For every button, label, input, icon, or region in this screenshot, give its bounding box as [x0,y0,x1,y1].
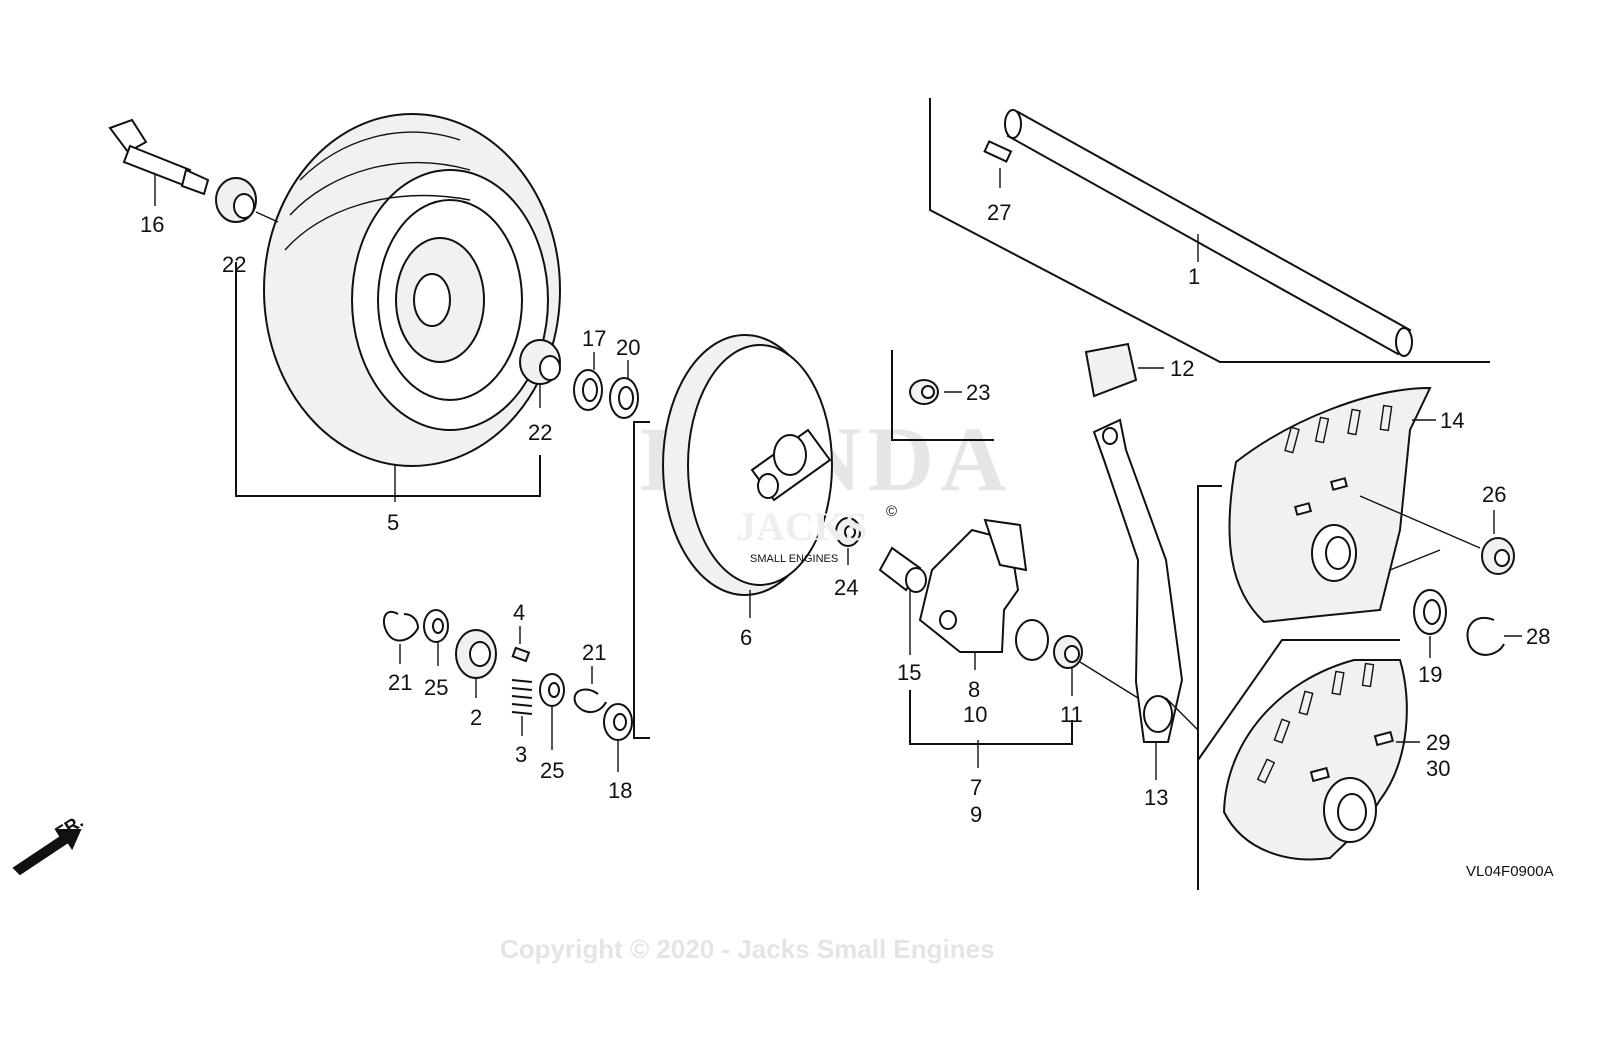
collar-part-11 [1053,635,1083,696]
pawl-bracket-line [909,690,1073,745]
wheel-group [235,113,561,502]
bolt-part [108,118,210,206]
label-7: 7 [970,775,982,800]
label-5: 5 [387,510,399,535]
label-28: 28 [1526,624,1550,649]
front-direction-arrow: FR. [12,811,87,876]
jacks-logo-watermark: JACKS © SMALL ENGINES [736,503,897,565]
label-27: 27 [987,200,1011,225]
nut-part-26 [1359,495,1515,575]
shaft-part [1004,109,1413,357]
label-6: 6 [740,625,752,650]
label-25-right: 25 [540,758,564,783]
label-19: 19 [1418,662,1442,687]
label-8: 8 [968,677,980,702]
arm-part [1079,418,1184,780]
diagram-code: VL04F0900A [1466,863,1554,880]
clip-part-28 [1466,617,1522,656]
label-10: 10 [963,702,987,727]
nut-part-24 [835,517,861,565]
collar-part-left [215,177,279,223]
collar-part-23 [909,379,962,405]
label-20: 20 [616,335,640,360]
label-21-right: 21 [582,640,606,665]
collar-part-15 [878,546,927,593]
pin-part [983,140,1013,163]
label-1: 1 [1188,264,1200,289]
wheel-part [263,113,561,467]
label-14: 14 [1440,408,1464,433]
wheel-bracket-line [235,262,541,497]
washer-part-17 [573,352,603,411]
logo-subtext: SMALL ENGINES [750,553,838,565]
label-17: 17 [582,326,606,351]
gear-case-bracket-line [633,421,650,739]
label-9: 9 [970,802,982,827]
washer-part-19 [1413,589,1447,658]
washer-part-25-right [539,673,565,750]
clip-part-21-left [382,611,420,664]
lower-cover-slots [1256,662,1375,784]
label-30: 30 [1426,756,1450,781]
label-29: 29 [1426,730,1450,755]
arrow-icon [12,829,82,876]
label-18: 18 [608,778,632,803]
label-3: 3 [515,742,527,767]
label-15: 15 [897,660,921,685]
collar-23-bracket-line [891,350,994,441]
label-25-left: 25 [424,675,448,700]
lower-cover-bracket-line [1197,639,1400,890]
shaft-group [929,98,1490,363]
label-11: 11 [1060,702,1083,727]
cover-bracket-line [1197,485,1222,840]
copyright-watermark: Copyright © 2020 - Jacks Small Engines [500,934,995,964]
spring-part-3 [511,679,533,736]
shaft-bracket-line [929,98,1490,363]
cover-part-29-30 [1222,659,1420,861]
part-labels: 1 2 3 4 5 6 7 8 9 10 11 12 13 14 15 16 1… [140,200,1550,827]
cover-slots [1284,404,1393,454]
label-16: 16 [140,212,164,237]
washer-part-20 [609,360,639,419]
label-12: 12 [1170,356,1194,381]
key-part-4 [511,626,531,663]
cap-part-12 [1084,342,1164,398]
label-22-left: 22 [222,252,246,277]
label-2: 2 [470,705,482,730]
label-13: 13 [1144,785,1168,810]
collar-part-right [519,339,561,408]
label-4: 4 [513,600,525,625]
label-24: 24 [834,575,858,600]
label-26: 26 [1482,482,1506,507]
washer-part-25-left [423,609,449,666]
label-21-left: 21 [388,670,412,695]
washer-part-18 [603,703,633,772]
gear-part-2 [455,629,497,698]
gear-case-part [662,334,833,618]
clip-part-21-right [573,666,607,713]
cover-part-14 [1228,386,1436,624]
logo-mark: © [886,503,897,520]
label-23: 23 [966,380,990,405]
logo-text: JACKS [736,504,867,549]
label-22-right: 22 [528,420,552,445]
pawl-bracket-part [918,518,1049,670]
